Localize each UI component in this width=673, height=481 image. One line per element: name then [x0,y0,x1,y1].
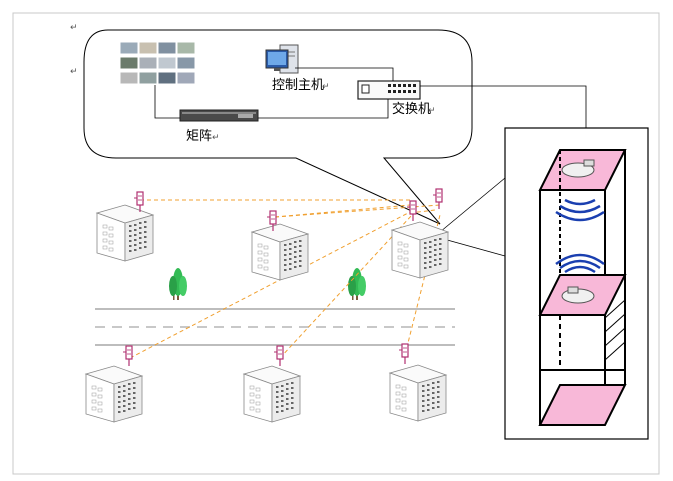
paragraph-mark: ↵ [212,133,220,143]
antenna-icon [122,345,133,367]
road [95,308,455,346]
matrix-label: 矩阵 [186,129,212,144]
wireless-signal-icon [555,253,605,274]
cable-lines [154,67,587,257]
building-icon [389,364,447,422]
monitor-wall-icon [119,41,196,85]
tree-icon [348,268,366,300]
pc-icon [265,44,299,74]
paragraph-mark: ↵ [428,106,436,116]
paragraph-mark: ↵ [322,82,330,92]
wireless-signal-icon [555,198,605,222]
tree-icon [169,268,187,300]
building-icon [96,204,154,262]
paragraph-mark: ↵ [70,67,78,77]
building-icon [85,365,143,423]
wireless-links [129,199,441,359]
camera-icon [561,286,595,304]
switch-label: 交换机 [392,101,431,117]
building-icon [391,221,449,279]
paragraph-mark: ↵ [70,23,78,33]
control-host-label: 控制主机 [272,78,324,93]
matrix-icon [179,109,259,122]
antenna-icon [273,345,284,367]
building-icon [243,365,301,423]
switch-icon [357,80,421,100]
camera-icon [561,159,595,178]
building-icon [251,223,309,281]
antenna-icon [398,343,409,365]
page-frame [12,12,660,475]
antenna-icon [432,188,443,210]
